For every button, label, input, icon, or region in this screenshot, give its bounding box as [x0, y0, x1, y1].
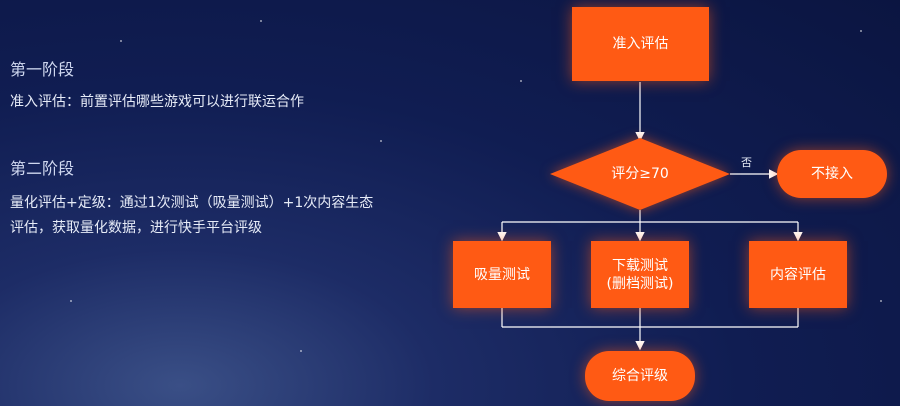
- node-reject: 不接入: [777, 150, 887, 198]
- node-comprehensive-rating: 综合评级: [585, 351, 695, 401]
- stage2-description-line2: 评估，获取量化数据，进行快手平台评级: [10, 220, 262, 236]
- node-content-evaluation: 内容评估: [749, 241, 847, 308]
- star: [880, 300, 882, 302]
- star: [520, 80, 522, 82]
- node-admission-evaluation: 准入评估: [572, 7, 709, 81]
- node-traffic-test: 吸量测试: [453, 241, 551, 308]
- stage2-description-line1: 量化评估+定级：通过1次测试（吸量测试）+1次内容生态: [10, 195, 374, 211]
- star: [380, 140, 382, 142]
- stage1-title: 第一阶段: [10, 60, 75, 79]
- decision-label: 评分≥70: [611, 166, 669, 182]
- stage2-title: 第二阶段: [10, 159, 75, 178]
- node-download-test-line2: (删档测试): [606, 275, 674, 292]
- star: [70, 300, 72, 302]
- no-branch-label: 否: [741, 156, 752, 169]
- stage1-description: 准入评估：前置评估哪些游戏可以进行联运合作: [10, 94, 304, 110]
- node-download-test: 下载测试 (删档测试): [591, 241, 689, 308]
- star: [120, 40, 122, 42]
- decision-diamond: [550, 138, 730, 210]
- star: [300, 350, 302, 352]
- node-download-test-line1: 下载测试: [612, 257, 668, 274]
- star: [860, 30, 862, 32]
- star: [260, 20, 262, 22]
